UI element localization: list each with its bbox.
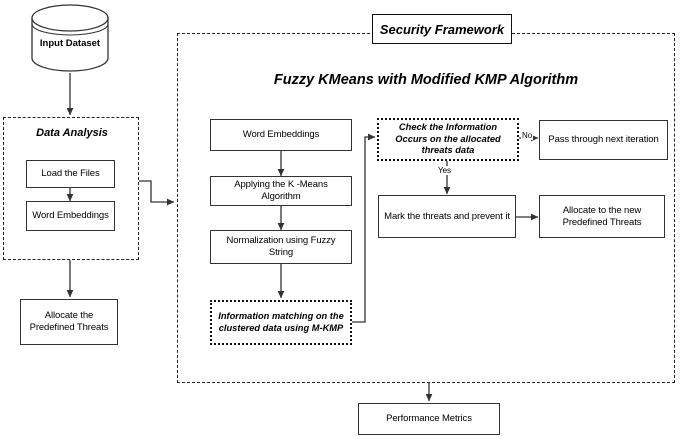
edge-label-no: No bbox=[521, 131, 534, 140]
framework-subtitle: Fuzzy KMeans with Modified KMP Algorithm bbox=[273, 72, 579, 88]
node-word-embeddings[interactable]: Word Embeddings bbox=[210, 119, 352, 151]
node-word-embeddings-left[interactable]: Word Embeddings bbox=[26, 201, 115, 231]
data-analysis-title: Data Analysis bbox=[36, 127, 108, 139]
node-performance-metrics[interactable]: Performance Metrics bbox=[358, 403, 500, 435]
node-pass-through-next-iteration[interactable]: Pass through next iteration bbox=[539, 120, 668, 160]
node-allocate-new-predefined-threats[interactable]: Allocate to the new Predefined Threats bbox=[539, 195, 665, 238]
node-allocate-predefined-threats[interactable]: Allocate the Predefined Threats bbox=[20, 299, 118, 345]
data-analysis-region bbox=[3, 117, 139, 260]
node-check-information-occurs[interactable]: Check the Information Occurs on the allo… bbox=[377, 118, 519, 161]
edge-label-yes: Yes bbox=[437, 166, 453, 175]
arrow-analysis-to-framework bbox=[139, 180, 175, 206]
security-framework-title: Security Framework bbox=[372, 14, 512, 44]
node-mark-threats-prevent[interactable]: Mark the threats and prevent it bbox=[378, 195, 516, 238]
node-load-the-files[interactable]: Load the Files bbox=[26, 160, 115, 188]
node-normalization-fuzzy-string[interactable]: Normalization using Fuzzy String bbox=[210, 230, 352, 264]
node-information-matching-mkmp[interactable]: Information matching on the clustered da… bbox=[210, 300, 352, 345]
node-applying-kmeans[interactable]: Applying the K -Means Algorithm bbox=[210, 176, 352, 206]
datastore-label: Input Dataset bbox=[39, 38, 101, 49]
